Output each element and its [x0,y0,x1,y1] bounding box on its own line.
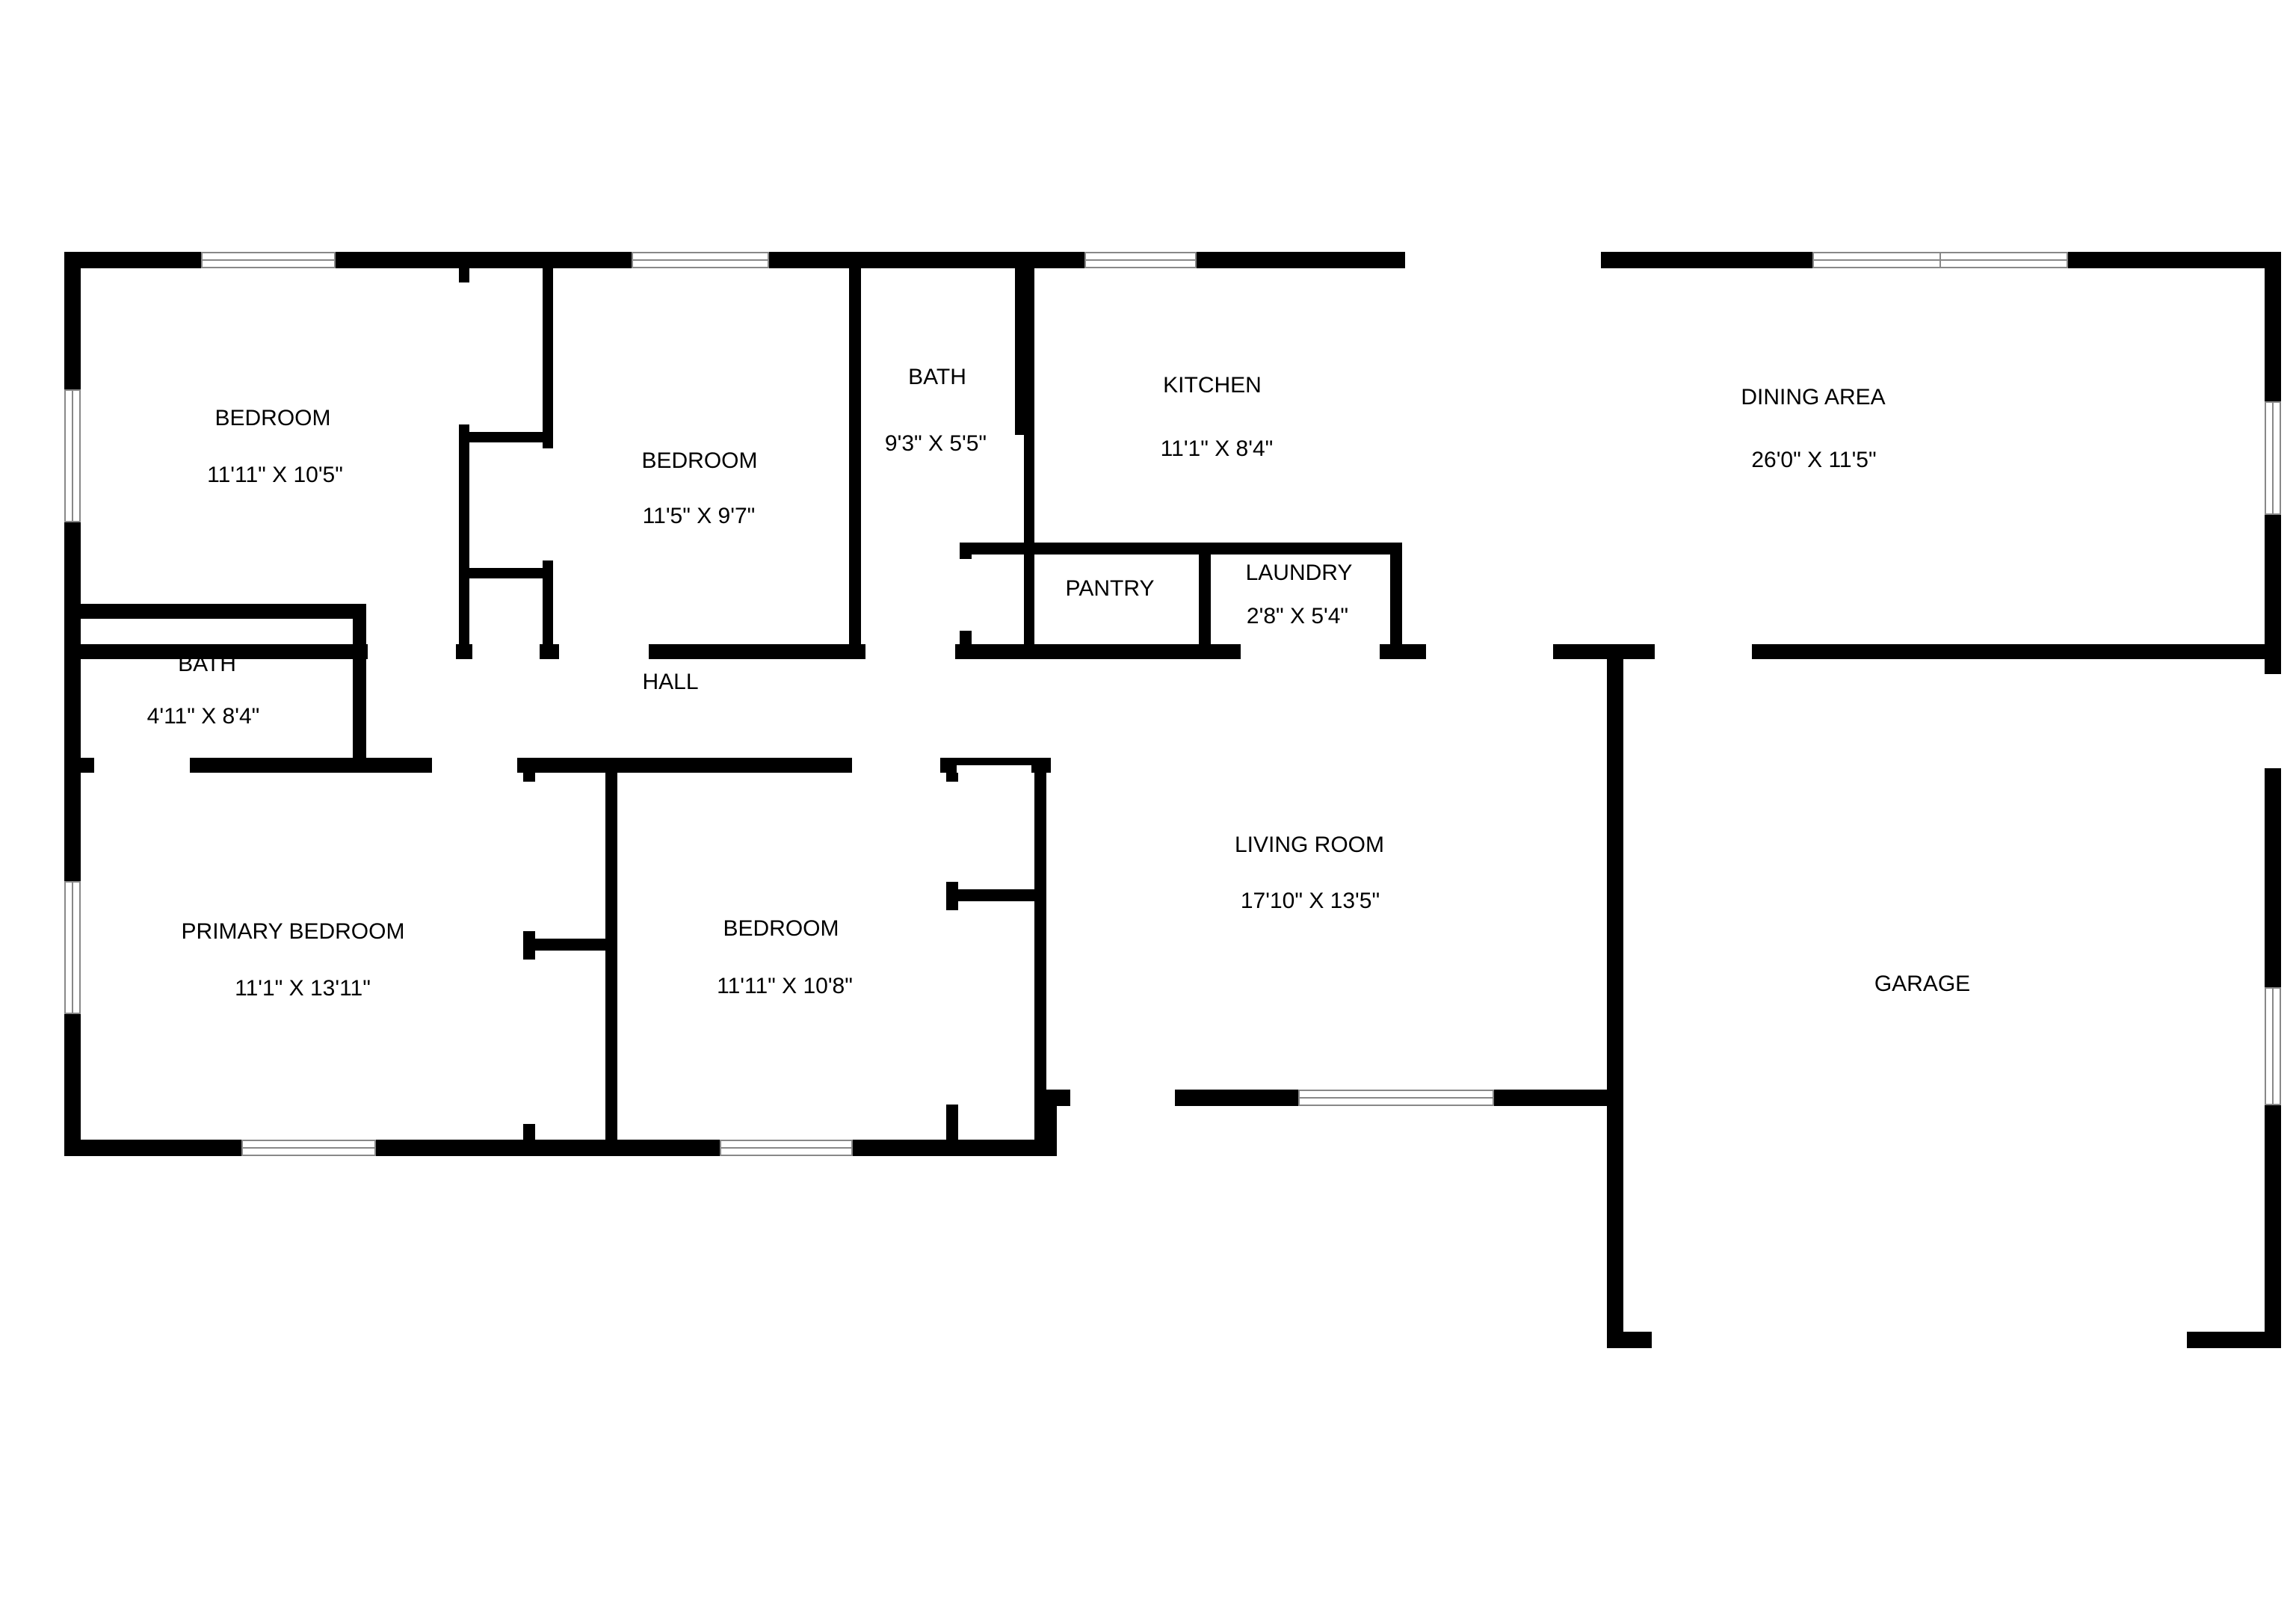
room-label-laundry: LAUNDRY [1246,560,1353,585]
room-dims-bath-w: 4'11" X 8'4" [147,704,260,729]
room-label-bath-n: BATH [908,365,966,389]
room-label-garage: GARAGE [1874,972,1970,996]
windows [64,252,2281,1156]
room-dims-living: 17'10" X 13'5" [1241,889,1380,913]
room-label-kitchen: KITCHEN [1163,373,1262,398]
door-openings [94,249,2284,1351]
room-label-bedroom-n: BEDROOM [641,448,757,473]
room-label-dining: DINING AREA [1741,385,1885,410]
room-label-bedroom-s: BEDROOM [723,916,839,941]
room-dims-primary: 11'1" X 13'11" [235,976,371,1001]
room-label-bath-w: BATH [178,652,236,676]
room-dims-bedroom-n: 11'5" X 9'7" [643,504,756,528]
room-dims-bedroom-nw: 11'11" X 10'5" [207,463,343,487]
room-label-pantry: PANTRY [1066,576,1155,601]
room-dims-bath-n: 9'3" X 5'5" [885,431,987,456]
room-label-hall: HALL [642,670,698,694]
room-dims-bedroom-s: 11'11" X 10'8" [717,974,853,998]
room-label-primary: PRIMARY BEDROOM [182,919,405,944]
room-dims-laundry: 2'8" X 5'4" [1247,604,1348,628]
room-dims-kitchen: 11'1" X 8'4" [1161,436,1274,461]
room-label-living: LIVING ROOM [1235,833,1384,857]
room-label-bedroom-nw: BEDROOM [215,406,330,430]
room-dims-dining: 26'0" X 11'5" [1751,448,1876,472]
